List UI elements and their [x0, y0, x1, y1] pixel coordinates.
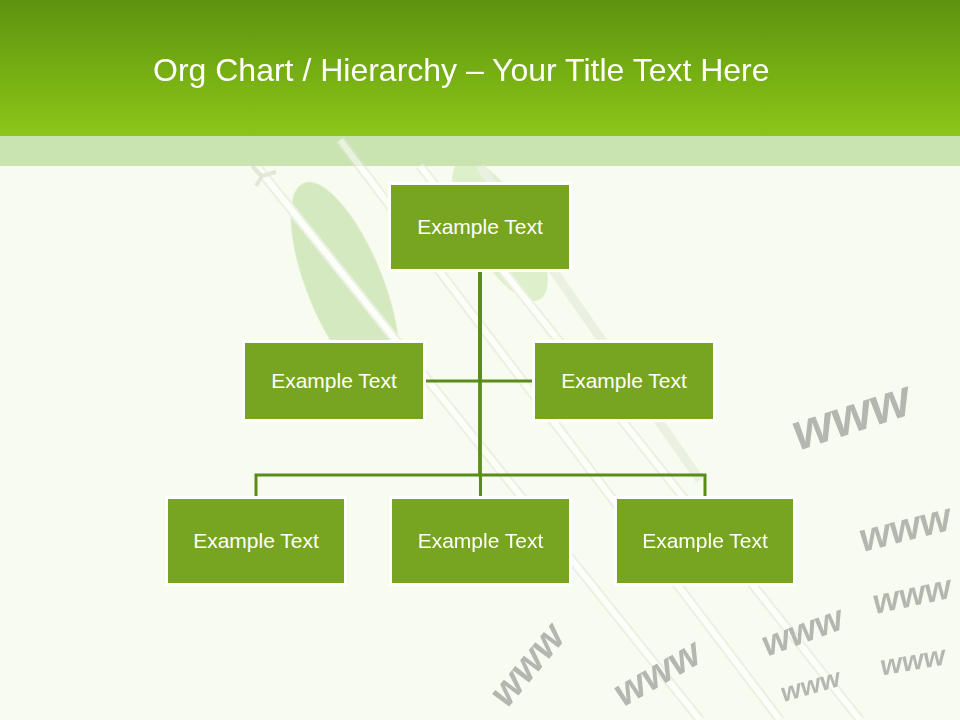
header-band	[0, 136, 960, 166]
watermark-text: www	[854, 494, 955, 560]
watermark-text: www	[777, 662, 844, 709]
org-box: Example Text	[532, 340, 716, 422]
org-box: Example Text	[614, 496, 796, 586]
slide-title: Org Chart / Hierarchy – Your Title Text …	[153, 52, 770, 89]
connector-line	[480, 272, 705, 496]
watermark-text: www	[878, 640, 948, 683]
header-bar	[0, 0, 960, 136]
box-text: Example Text	[418, 529, 544, 553]
box-text: Example Text	[642, 529, 768, 553]
org-box: Example Text	[242, 340, 426, 422]
watermark-text: www	[784, 368, 918, 463]
org-box: Example Text	[388, 182, 572, 272]
box-text: Example Text	[561, 369, 687, 393]
watermark-text: www	[869, 567, 955, 622]
box-text: Example Text	[417, 215, 543, 239]
connector-line	[426, 272, 480, 381]
connector-line	[256, 272, 480, 496]
org-box: Example Text	[165, 496, 347, 586]
watermark-text: www	[479, 615, 573, 715]
box-text: Example Text	[193, 529, 319, 553]
org-box: Example Text	[389, 496, 572, 586]
connector-line	[480, 272, 532, 381]
arrows-illustration	[252, 140, 860, 720]
box-text: Example Text	[271, 369, 397, 393]
watermark-text: www	[605, 629, 708, 715]
